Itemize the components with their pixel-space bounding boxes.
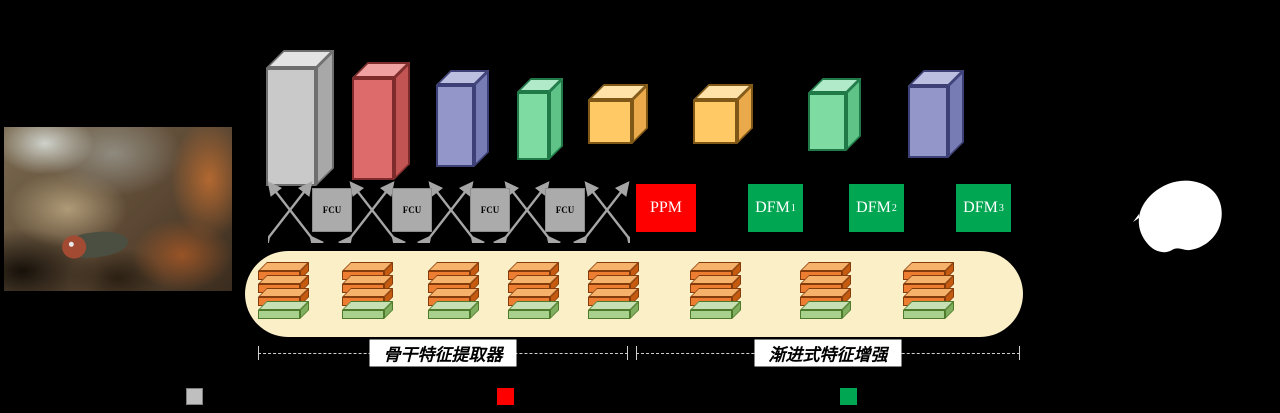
- section-label-backbone: 骨干特征提取器: [369, 339, 517, 367]
- feature-plate-2: [352, 62, 410, 180]
- fcu-label: FCU: [480, 205, 500, 215]
- feature-cube-2: [693, 84, 753, 144]
- feature-stack: [342, 262, 398, 324]
- fcu-module-2: FCU: [392, 188, 432, 232]
- fcu-label: FCU: [555, 205, 575, 215]
- feature-stack: [258, 262, 314, 324]
- feature-stack: [588, 262, 644, 324]
- section-bracket-backbone: 骨干特征提取器: [258, 339, 628, 367]
- feature-stack: [508, 262, 564, 324]
- section-label-enhancement: 渐进式特征增强: [754, 339, 902, 367]
- legend-swatch-backbone: [186, 388, 203, 405]
- output-feature-slab: [342, 301, 393, 319]
- output-feature-slab: [258, 301, 309, 319]
- bracket-tick: [258, 346, 259, 360]
- feature-plate-4: [517, 78, 563, 160]
- output-feature-slab: [428, 301, 479, 319]
- fcu-module-3: FCU: [470, 188, 510, 232]
- feature-stack: [800, 262, 856, 324]
- legend-swatch-ppm: [497, 388, 514, 405]
- bracket-tick: [627, 346, 628, 360]
- ppm-module: PPM: [636, 184, 696, 232]
- feature-cube-1: [588, 84, 648, 144]
- legend-swatch-dfm: [840, 388, 857, 405]
- feature-plate-1: [266, 50, 334, 186]
- feature-plate-3: [436, 70, 489, 167]
- feature-stack: [428, 262, 484, 324]
- feature-stack: [690, 262, 746, 324]
- output-feature-slab: [508, 301, 559, 319]
- feature-stack: [903, 262, 959, 324]
- output-segmentation-mask: [1133, 180, 1222, 253]
- ppm-label: PPM: [649, 199, 683, 216]
- output-feature-slab: [800, 301, 851, 319]
- camouflaged-fish: [66, 228, 129, 261]
- output-feature-slab: [690, 301, 741, 319]
- fcu-cross-arrows: [268, 181, 630, 243]
- dfm-superscript: 2: [891, 202, 897, 214]
- bracket-tick: [636, 346, 637, 360]
- dfm-label: DFM: [963, 199, 998, 216]
- section-bracket-enhancement: 渐进式特征增强: [636, 339, 1020, 367]
- input-underwater-photo: [4, 127, 232, 291]
- dfm-superscript: 1: [790, 202, 796, 214]
- feature-cube-3: [808, 78, 861, 151]
- bracket-tick: [1019, 346, 1020, 360]
- feature-stack-tray: [245, 251, 1023, 337]
- dfm-superscript: 3: [998, 202, 1004, 214]
- output-feature-slab: [903, 301, 954, 319]
- fcu-module-1: FCU: [312, 188, 352, 232]
- dfm-label: DFM: [755, 199, 790, 216]
- fcu-module-4: FCU: [545, 188, 585, 232]
- output-feature-slab: [588, 301, 639, 319]
- feature-cube-4: [908, 70, 964, 158]
- fcu-label: FCU: [402, 205, 422, 215]
- fcu-label: FCU: [322, 205, 342, 215]
- dfm-label: DFM: [856, 199, 891, 216]
